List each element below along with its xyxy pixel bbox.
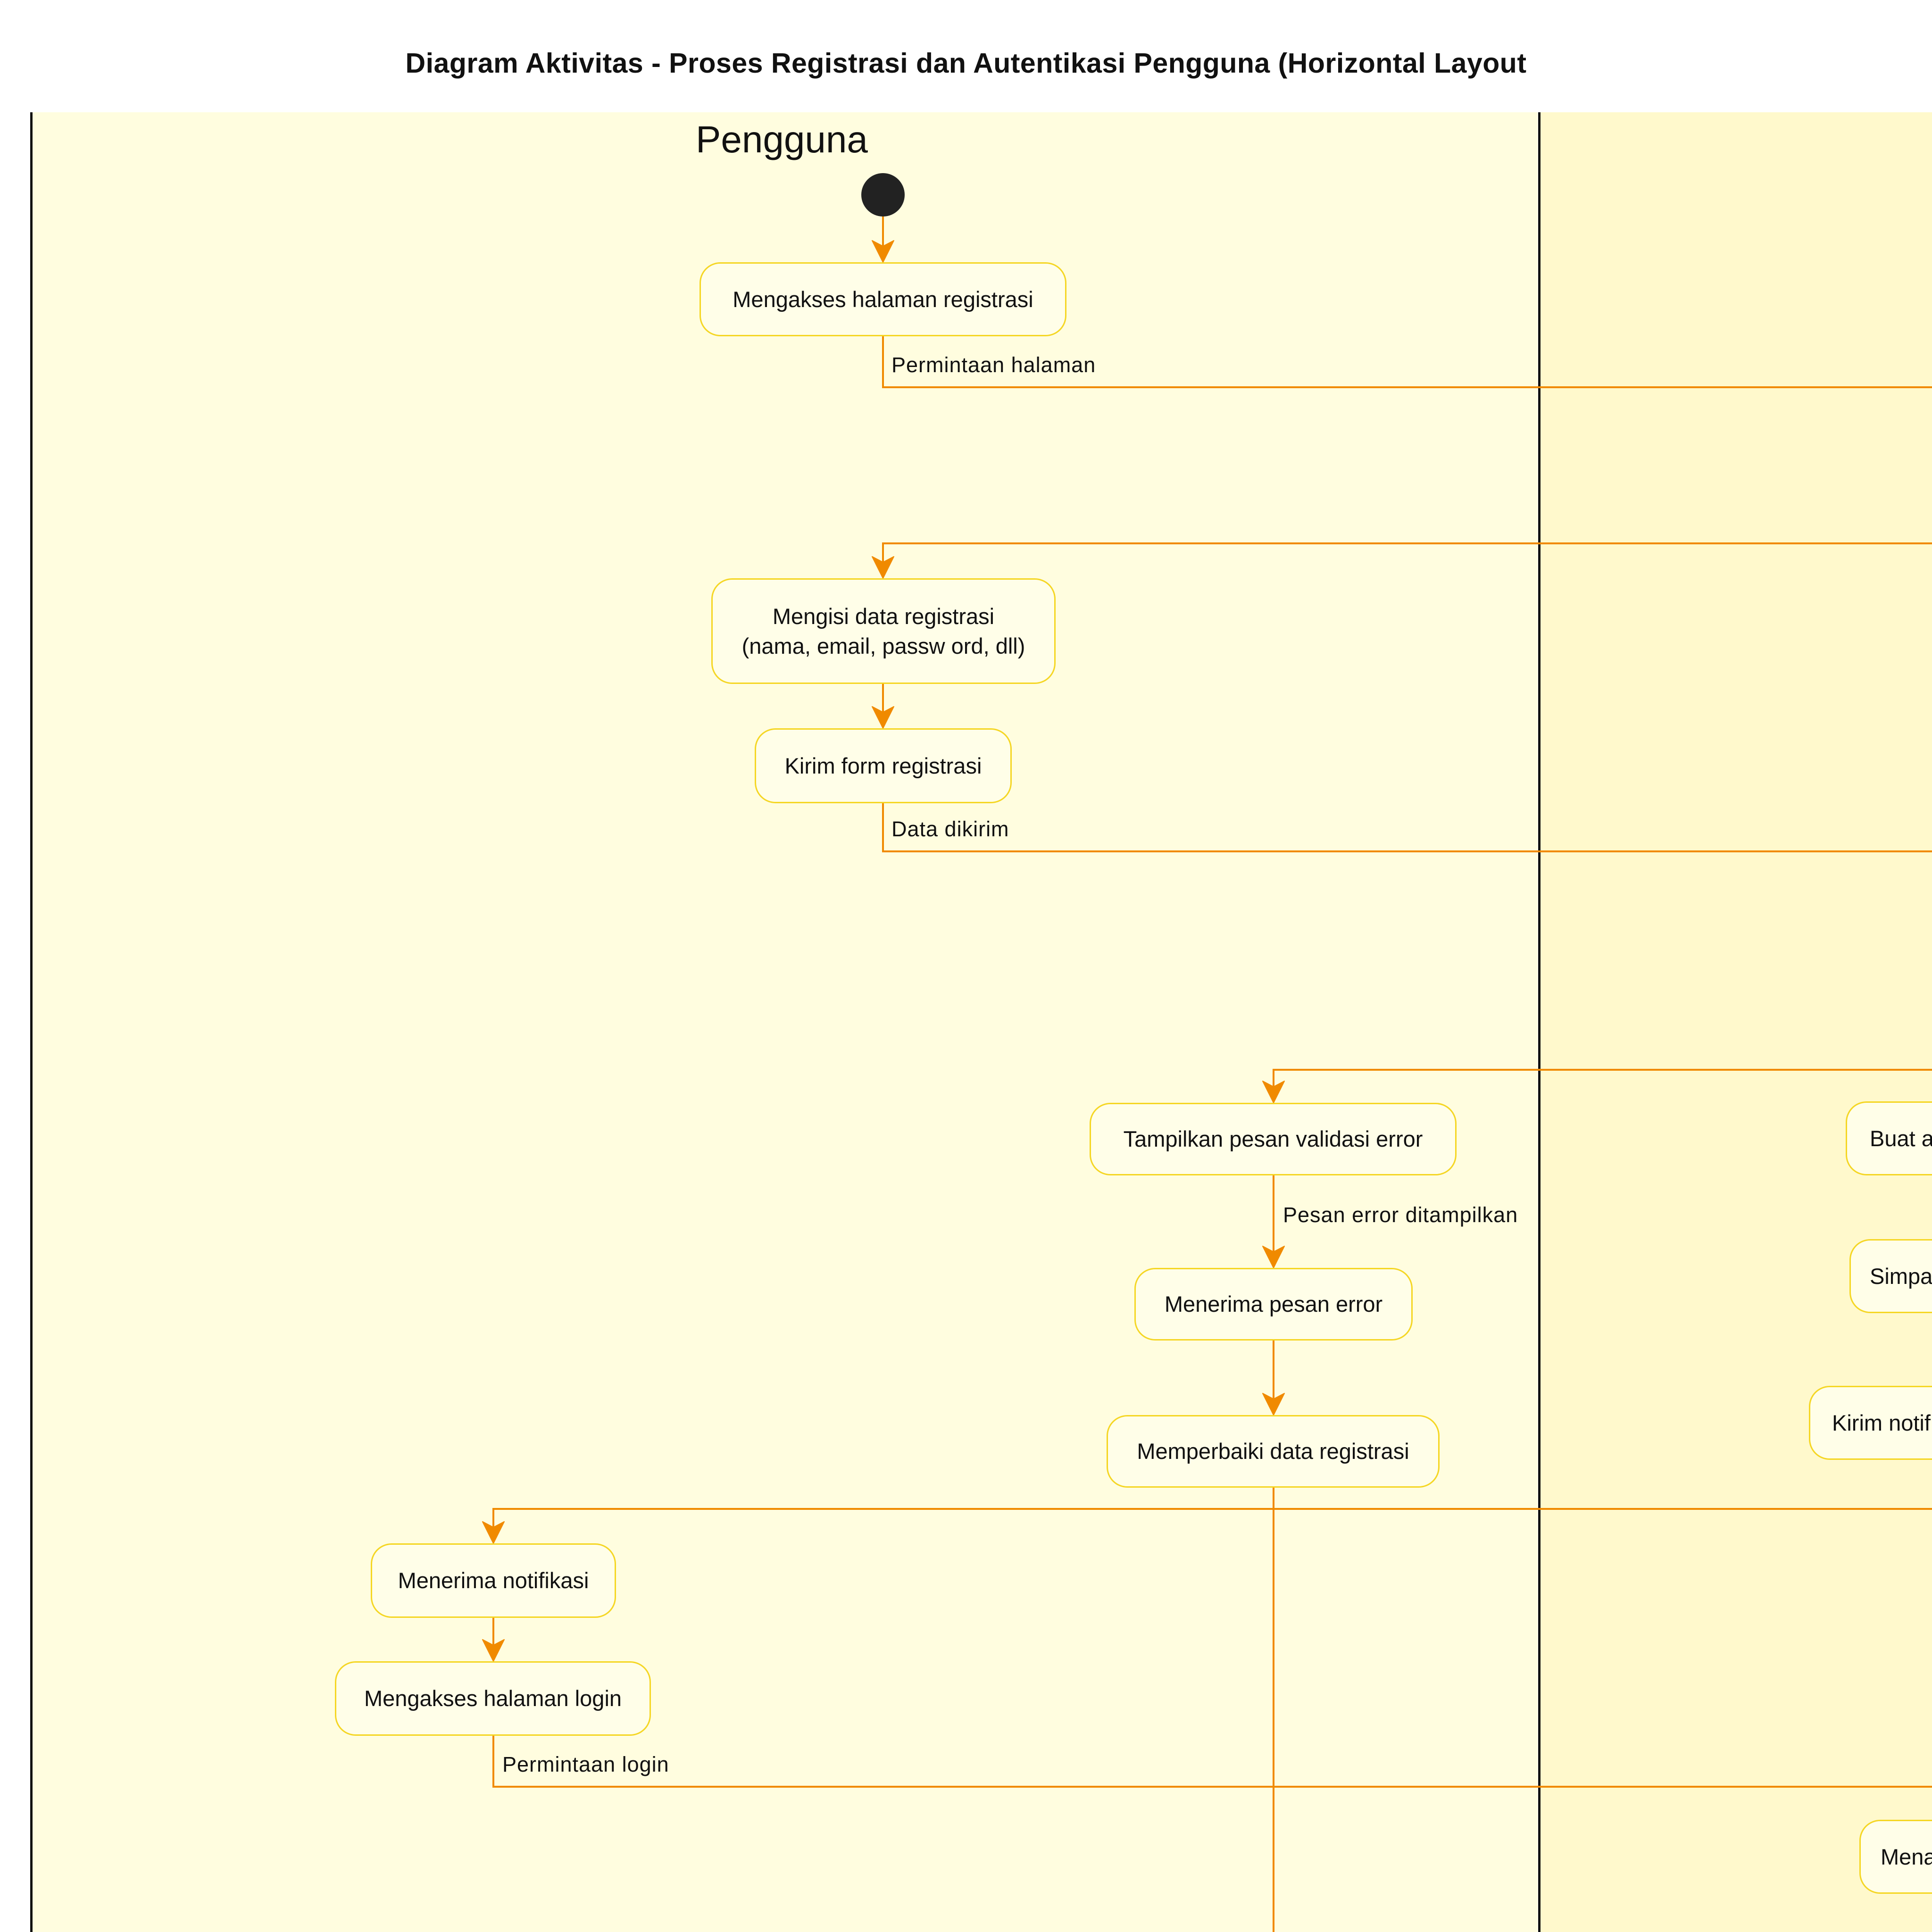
arrowhead-2 (872, 556, 894, 579)
arrowhead-8 (482, 1639, 505, 1662)
activity-label: Simpa (1870, 1263, 1932, 1289)
lane-title-pengguna: Pengguna (696, 118, 868, 160)
activity-receive-partial: Mena (1859, 1820, 1932, 1894)
activity-label: Menerima notifikasi (398, 1568, 589, 1593)
activity-access-registration: Mengakses halaman registrasi (700, 262, 1066, 336)
arrowhead-6 (1262, 1393, 1285, 1416)
activity-access-login: Mengakses halaman login (335, 1661, 651, 1736)
activity-label-line-2: (nama, email, passw ord, dll) (741, 633, 1025, 658)
flow-label-error-shown: Pesan error ditampilkan (1283, 1203, 1518, 1227)
activity-label-line-1: Mengisi data registrasi (772, 603, 995, 629)
arrowhead-4 (1262, 1081, 1285, 1103)
activity-label: Buat a (1870, 1125, 1932, 1151)
diagram-title: Diagram Aktivitas - Proses Registrasi da… (405, 48, 1527, 79)
lane-system (1540, 112, 1932, 1932)
activity-label: Mengakses halaman login (364, 1686, 622, 1711)
arrowhead-5 (1262, 1246, 1285, 1268)
flow-label-login-request: Permintaan login (502, 1752, 669, 1776)
activity-send-registration-form: Kirim form registrasi (755, 728, 1012, 803)
lane-divider (1538, 112, 1541, 1932)
activity-label: Mena (1881, 1844, 1932, 1869)
activity-fix-registration-data: Memperbaiki data registrasi (1107, 1415, 1440, 1488)
activity-receive-error: Menerima pesan error (1134, 1268, 1413, 1341)
activity-label: Mengakses halaman registrasi (733, 286, 1033, 312)
start-node (861, 173, 905, 217)
flow-page-request (882, 336, 1932, 388)
flow-to-show-error (1273, 1069, 1932, 1099)
activity-label: Memperbaiki data registrasi (1137, 1439, 1409, 1464)
activity-fill-registration-data: Mengisi data registrasi (nama, email, pa… (711, 578, 1056, 684)
activity-send-notification-partial: Kirim notif (1809, 1386, 1932, 1460)
activity-label: Menerima pesan error (1164, 1291, 1383, 1317)
activity-show-validation-error: Tampilkan pesan validasi error (1090, 1103, 1457, 1175)
arrowhead-1 (872, 240, 894, 263)
arrowhead-7 (482, 1521, 505, 1544)
activity-label: Tampilkan pesan validasi error (1123, 1126, 1423, 1152)
flow-login-request (492, 1736, 1932, 1788)
activity-label: Kirim notif (1832, 1410, 1931, 1435)
activity-create-account-partial: Buat a (1846, 1101, 1932, 1175)
flow-data-sent (882, 803, 1932, 852)
lane-pengguna (32, 112, 1538, 1932)
activity-label: Kirim form registrasi (784, 753, 982, 778)
arrowhead-3 (872, 706, 894, 729)
flow-to-receive-notif (492, 1508, 1932, 1540)
flow-to-fill-data (882, 542, 1932, 575)
lane-border-left (30, 112, 33, 1932)
activity-receive-notification: Menerima notifikasi (371, 1543, 616, 1618)
flow-label-page-request: Permintaan halaman (891, 353, 1096, 377)
activity-save-partial: Simpa (1849, 1239, 1932, 1313)
flow-label-data-sent: Data dikirim (891, 817, 1009, 841)
